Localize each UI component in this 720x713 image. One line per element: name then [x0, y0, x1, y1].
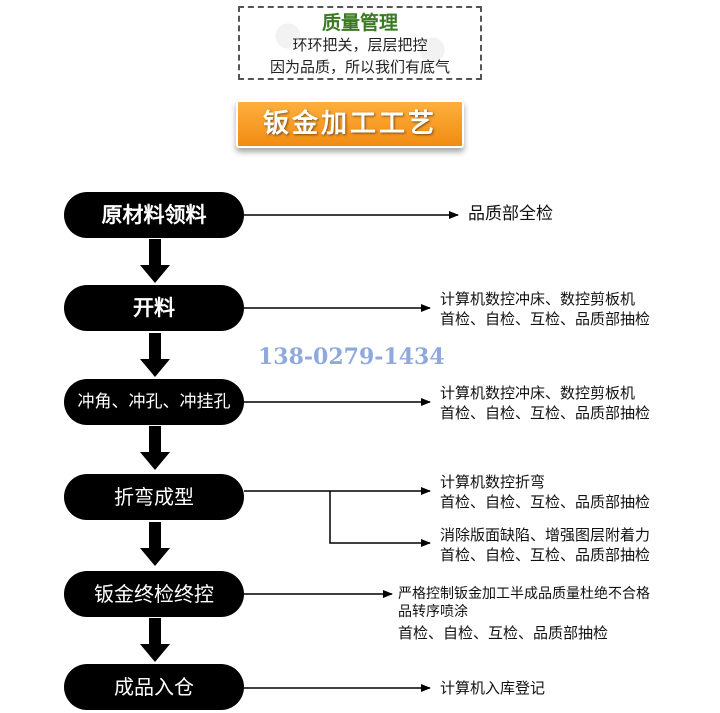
down-arrow-icon: [140, 333, 170, 377]
step-final-inspection: 钣金终检终控: [64, 571, 244, 617]
step-cutting: 开料: [64, 285, 244, 331]
down-arrow-icon: [140, 522, 170, 566]
note-step4b-checks: 首检、自检、互检、品质部抽检: [440, 546, 651, 564]
note-step2-equipment: 计算机数控冲床、数控剪板机: [440, 290, 636, 308]
note-step5-control-cont: 品转序喷涂: [398, 604, 468, 620]
quality-management-box: 质量管理 环环把关，层层把控 因为品质，所以我们有底气: [238, 6, 482, 80]
step-punching: 冲角、冲孔、冲挂孔: [64, 379, 244, 425]
down-arrow-icon: [140, 426, 170, 470]
quality-slogan-2: 因为品质，所以我们有底气: [269, 58, 450, 76]
note-step3-equipment: 计算机数控冲床、数控剪板机: [440, 384, 636, 402]
connector-step4b: [329, 491, 431, 547]
note-step5-control: 严格控制钣金加工半成品质量杜绝不合格: [398, 586, 650, 602]
note-step1: 品质部全检: [468, 204, 553, 224]
step-warehousing: 成品入仓: [64, 664, 244, 710]
down-arrow-icon: [140, 618, 170, 662]
note-step5-checks: 首检、自检、互检、品质部抽检: [398, 624, 609, 642]
quality-title: 质量管理: [321, 12, 398, 34]
note-step4b-purpose: 消除版面缺陷、增强图层附着力: [440, 526, 651, 544]
note-step3-checks: 首检、自检、互检、品质部抽检: [440, 404, 651, 422]
note-step4a-equipment: 计算机数控折弯: [440, 473, 546, 491]
note-step4a-checks: 首检、自检、互检、品质部抽检: [440, 493, 651, 511]
note-step2-checks: 首检、自检、互检、品质部抽检: [440, 310, 651, 328]
phone-number: 138-0279-1434: [258, 344, 445, 370]
step-raw-material: 原材料领料: [64, 192, 244, 238]
quality-slogan-1: 环环把关，层层把控: [292, 36, 428, 54]
note-step6: 计算机入库登记: [440, 679, 546, 697]
process-banner: 钣金加工工艺: [236, 100, 464, 148]
down-arrow-icon: [140, 239, 170, 283]
step-bending: 折弯成型: [64, 474, 244, 520]
